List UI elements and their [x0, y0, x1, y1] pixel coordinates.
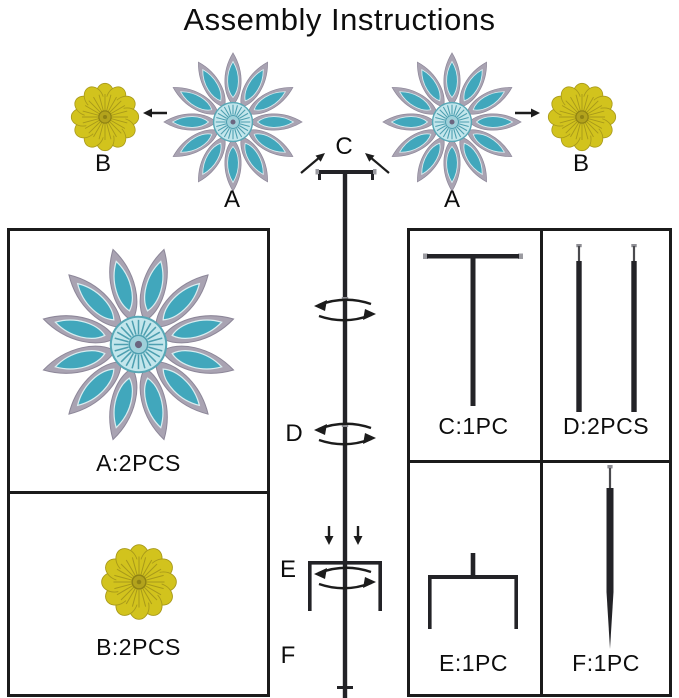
part-f-quantity: F:1PC: [572, 650, 640, 676]
part-d-quantity: D:2PCS: [562, 413, 650, 439]
label-a-right: A: [443, 186, 460, 213]
part-b-flower-graphic: [98, 541, 180, 623]
label-b-left: B: [94, 150, 111, 177]
part-c-tpole-graphic: [423, 253, 523, 406]
part-a-spinner-graphic: [36, 242, 241, 447]
part-f-spike-graphic: [606, 465, 614, 649]
label-c: C: [335, 133, 353, 160]
label-f: F: [280, 642, 296, 669]
parts-panel-right: [407, 228, 672, 697]
flower-cap-right-graphic: [545, 80, 619, 154]
label-b-right: B: [572, 150, 589, 177]
label-a-left: A: [223, 186, 240, 213]
label-d: D: [285, 420, 303, 447]
part-d-poles-graphic: [576, 244, 637, 412]
label-e: E: [279, 556, 296, 583]
flower-cap-left-graphic: [68, 80, 142, 154]
arrow-left-icon: [143, 108, 167, 118]
panel-divider: [540, 231, 543, 694]
panel-divider: [10, 491, 267, 494]
arrow-right-icon: [515, 108, 540, 118]
page-title: Assembly Instructions: [183, 2, 496, 37]
part-e-quantity: E:1PC: [439, 650, 508, 676]
part-e-fork-graphic: [428, 553, 518, 629]
center-pole-assembly-graphic: [300, 153, 390, 698]
part-c-quantity: C:1PC: [438, 413, 509, 439]
part-a-quantity: A:2PCS: [96, 450, 181, 476]
panel-divider: [410, 460, 669, 463]
part-b-quantity: B:2PCS: [96, 634, 181, 660]
